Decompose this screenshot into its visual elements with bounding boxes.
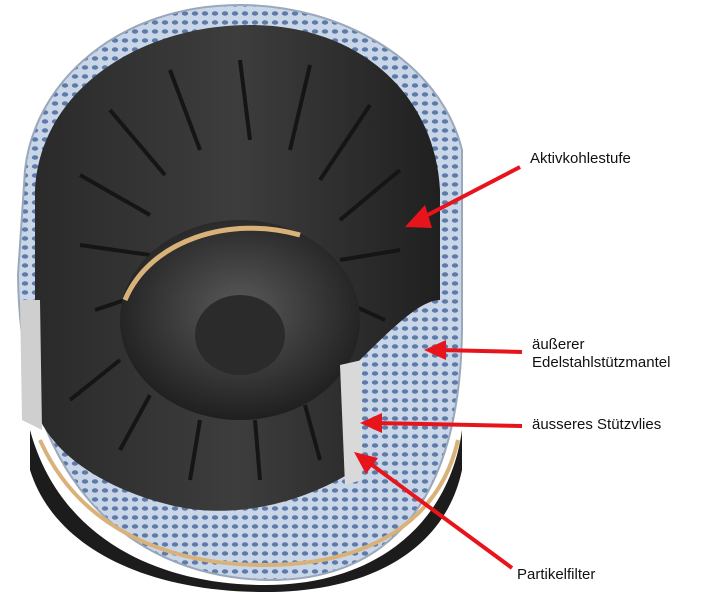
label-outer-steel-support-jacket: äußerer Edelstahlstützmantel — [532, 336, 670, 372]
label-outer-steel-line2: Edelstahlstützmantel — [532, 354, 670, 372]
label-outer-support-fleece: äusseres Stützvlies — [532, 416, 661, 434]
label-outer-steel-line1: äußerer — [532, 336, 670, 354]
label-particle-filter: Partikelfilter — [517, 566, 595, 584]
label-activated-carbon-stage: Aktivkohlestufe — [530, 150, 631, 168]
